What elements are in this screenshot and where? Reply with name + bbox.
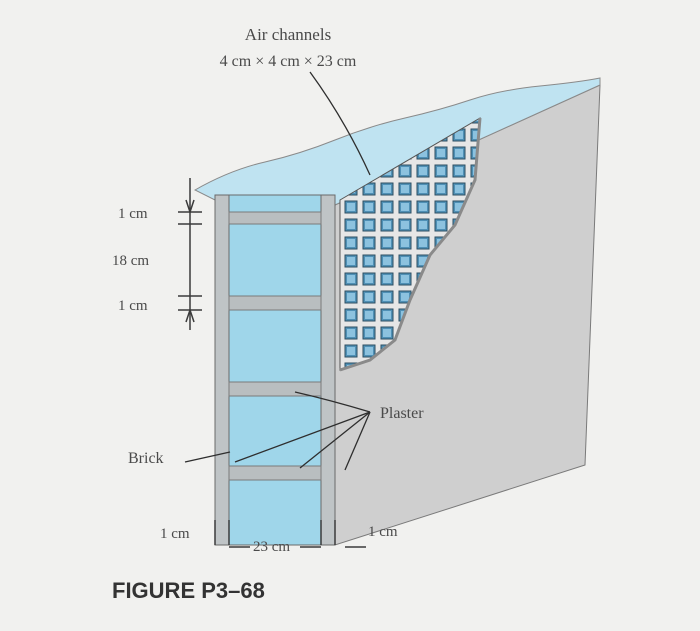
band-1 bbox=[228, 211, 322, 225]
band-3 bbox=[228, 381, 322, 397]
bottom-dim-right: 1 cm bbox=[368, 524, 398, 540]
figure-caption: FIGURE P3–68 bbox=[112, 578, 265, 603]
dim-label-top: 1 cm bbox=[118, 206, 148, 222]
band-2 bbox=[228, 295, 322, 311]
bottom-dim-left: 1 cm bbox=[160, 526, 190, 542]
band-4 bbox=[228, 465, 322, 481]
dim-label-middle: 18 cm bbox=[112, 253, 149, 269]
brick-left-border bbox=[214, 194, 230, 546]
plaster-label: Plaster bbox=[380, 405, 424, 422]
dimension-ticks bbox=[178, 178, 202, 330]
plaster-edge bbox=[339, 117, 482, 372]
air-channels-dims: 4 cm × 4 cm × 23 cm bbox=[220, 53, 357, 70]
bottom-dimension-ticks bbox=[214, 520, 366, 548]
wall-top-edge bbox=[193, 77, 601, 206]
bottom-dim-middle: 23 cm bbox=[253, 539, 290, 555]
leader-lines bbox=[184, 71, 371, 471]
brick-right-border bbox=[320, 194, 336, 546]
front-face bbox=[214, 194, 336, 546]
air-channels-title: Air channels bbox=[245, 25, 331, 44]
dim-label-bottom: 1 cm bbox=[118, 298, 148, 314]
brick-label: Brick bbox=[128, 450, 164, 467]
